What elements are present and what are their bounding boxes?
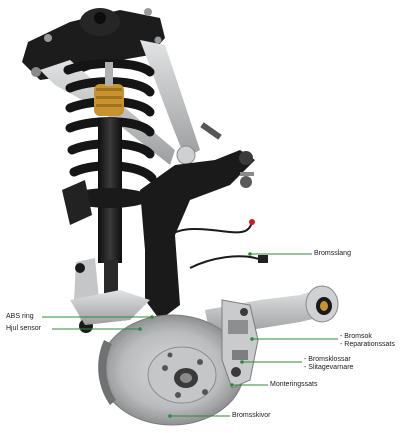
label-hjul-sensor: Hjul sensor	[6, 325, 42, 332]
brake-disc	[99, 314, 245, 426]
label-abs-ring: ABS ring	[6, 313, 34, 320]
top-strut-mount	[22, 8, 165, 80]
label-bromsok-line2: - Reparationssats	[340, 341, 395, 348]
leader-lines	[42, 252, 338, 418]
label-bromsskivor: Bromsskivor	[232, 412, 271, 419]
bump-stop	[94, 62, 124, 116]
steering-knuckle	[140, 150, 255, 320]
label-monteringssats: Monteringssats	[270, 381, 318, 388]
brake-caliper	[221, 299, 259, 389]
dust-shield	[98, 340, 116, 405]
label-bromsok-line1: - Bromsok	[340, 333, 372, 340]
label-bromsklossar-line2: - Slitagevarnare	[304, 364, 354, 371]
label-bromsklossar-line1: - Bromsklossar	[304, 356, 351, 363]
abs-wiring	[169, 219, 268, 269]
label-bromsslang: Bromsslang	[314, 250, 351, 257]
